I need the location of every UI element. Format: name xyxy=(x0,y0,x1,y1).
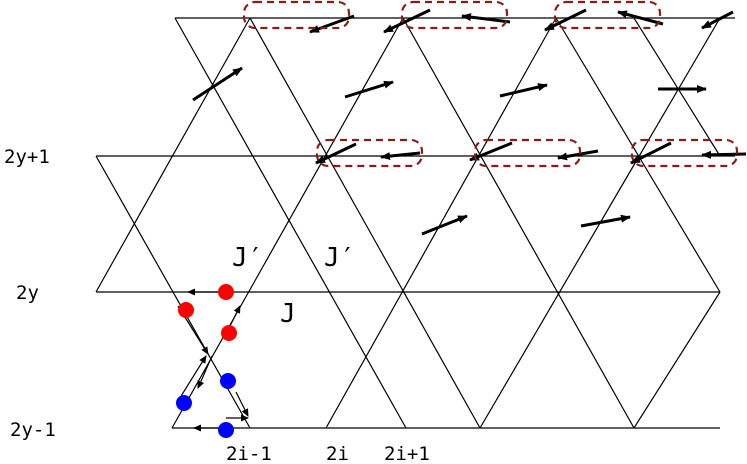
column-label-2i-minus-1: 2i-1 xyxy=(226,443,272,464)
column-label-2i: 2i xyxy=(326,443,349,464)
diagonal-lattice-line xyxy=(633,17,721,157)
dashed-box xyxy=(400,0,509,30)
site-dots xyxy=(176,284,237,438)
spin-arrow xyxy=(557,149,599,161)
spin-arrow xyxy=(315,142,357,165)
coupling-label-j: J xyxy=(280,299,296,329)
spin-arrow xyxy=(421,214,468,236)
spin-arrow xyxy=(630,141,672,165)
diagonal-lattice-line xyxy=(402,17,635,429)
blue-site-dot xyxy=(220,373,236,389)
spin-arrow xyxy=(544,8,587,32)
dashed-boxes xyxy=(242,0,739,168)
spin-arrow xyxy=(701,10,734,30)
dashed-box xyxy=(473,138,582,168)
coupling-label-j-prime-left: J′ xyxy=(232,243,263,273)
bond-arrow xyxy=(235,391,249,417)
spin-arrows xyxy=(192,8,747,236)
spin-arrow xyxy=(344,80,394,99)
spin-arrow xyxy=(469,141,513,162)
coupling-label-j-prime-right: J′ xyxy=(324,243,355,273)
bond-arrow xyxy=(197,355,213,389)
diagonal-lattice-line xyxy=(174,17,407,429)
dashed-box xyxy=(242,0,351,30)
spin-arrow xyxy=(461,13,511,24)
red-site-dot xyxy=(178,302,194,318)
lattice-lines xyxy=(95,17,735,429)
red-site-dot xyxy=(218,284,234,300)
diagonal-lattice-line xyxy=(325,17,557,429)
dashed-box xyxy=(630,138,739,168)
spin-arrow xyxy=(383,8,431,34)
spin-arrow xyxy=(580,214,631,228)
spin-arrow xyxy=(309,14,355,34)
row-label-2y: 2y xyxy=(16,282,39,304)
row-label-2y-minus-1: 2y-1 xyxy=(10,419,56,441)
diagonal-lattice-line xyxy=(633,291,721,429)
column-label-2i-plus-1: 2i+1 xyxy=(384,443,430,464)
bond-arrow xyxy=(177,355,207,402)
dashed-box xyxy=(315,138,424,168)
spin-arrow xyxy=(380,151,421,161)
blue-site-dot xyxy=(176,395,192,411)
spin-arrow xyxy=(617,10,664,26)
spin-arrow xyxy=(499,83,548,98)
spin-arrow xyxy=(192,66,243,102)
spin-arrow xyxy=(701,150,747,159)
red-site-dot xyxy=(221,325,237,341)
diagonal-lattice-line xyxy=(95,17,251,293)
diagonal-lattice-line xyxy=(171,17,404,429)
dashed-box xyxy=(553,0,662,30)
blue-site-dot xyxy=(218,422,234,438)
diagonal-lattice-line xyxy=(555,17,721,293)
row-label-2y-plus-1: 2y+1 xyxy=(4,146,50,168)
diagonal-lattice-line xyxy=(249,17,481,429)
